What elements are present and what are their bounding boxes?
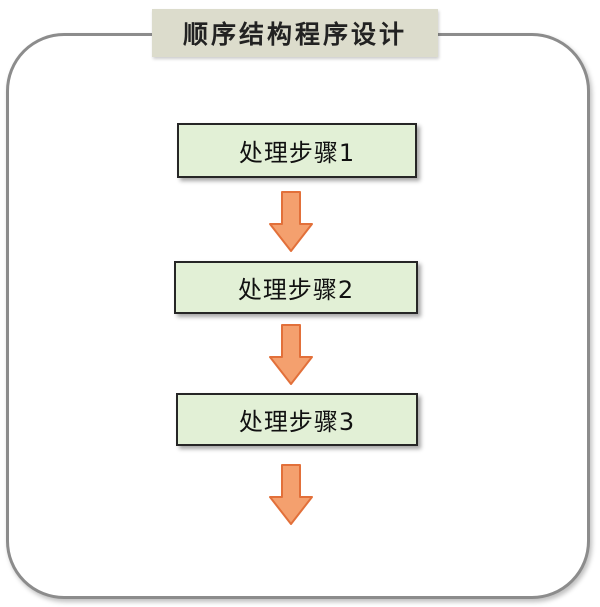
process-step-1: 处理步骤1 bbox=[177, 123, 417, 178]
process-step-2: 处理步骤2 bbox=[174, 261, 418, 314]
process-step-3-label: 处理步骤3 bbox=[238, 408, 356, 436]
process-step-1-label: 处理步骤1 bbox=[238, 139, 356, 167]
diagram-title: 顺序结构程序设计 bbox=[182, 20, 407, 49]
down-arrow-icon bbox=[269, 191, 313, 252]
diagram-title-box: 顺序结构程序设计 bbox=[152, 9, 438, 57]
down-arrow-icon bbox=[269, 464, 313, 525]
down-arrow-icon bbox=[269, 324, 313, 385]
process-step-2-label: 处理步骤2 bbox=[237, 276, 355, 304]
process-step-3: 处理步骤3 bbox=[176, 393, 418, 446]
